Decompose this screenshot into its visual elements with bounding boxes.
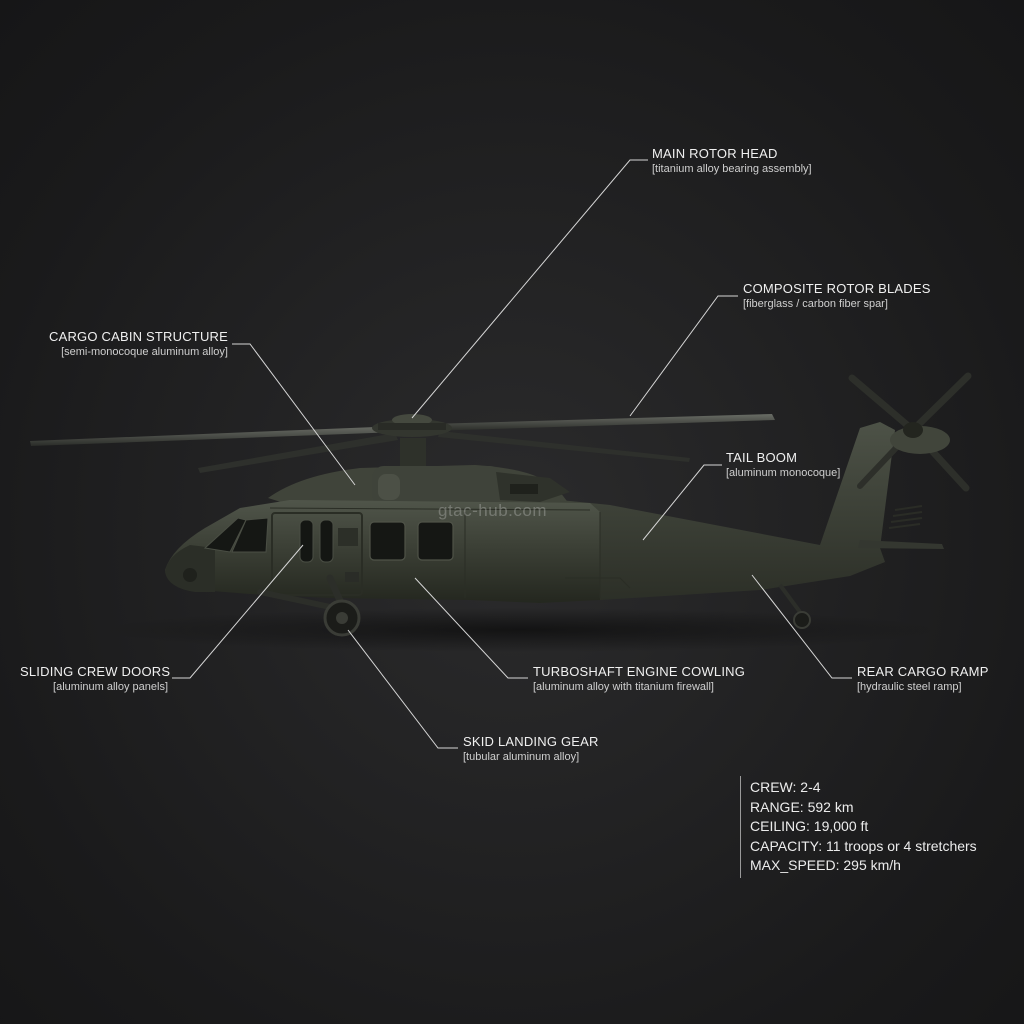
leader-turboshaft-engine-cowling	[414, 577, 528, 679]
callout-main-rotor-head: MAIN ROTOR HEAD [titanium alloy bearing …	[652, 146, 812, 176]
engine-cowling	[268, 465, 570, 508]
callout-turboshaft-engine-cowling: TURBOSHAFT ENGINE COWLING [aluminum allo…	[533, 664, 746, 694]
leader-sliding-crew-doors	[172, 544, 304, 679]
ground-shadow	[100, 608, 940, 652]
main-rotor-blades	[30, 414, 775, 473]
callout-material: [hydraulic steel ramp]	[857, 680, 962, 693]
tail-rotor	[848, 372, 972, 492]
callout-composite-rotor-blades: COMPOSITE ROTOR BLADES [fiberglass / car…	[743, 281, 931, 311]
callout-tail-boom: TAIL BOOM [aluminum monocoque]	[726, 450, 841, 480]
callout-title: TAIL BOOM	[726, 450, 798, 465]
callout-material: [aluminum alloy panels]	[53, 680, 168, 693]
callout-title: COMPOSITE ROTOR BLADES	[743, 281, 931, 296]
spec-sheet: CREW: 2-4 RANGE: 592 km CEILING: 19,000 …	[740, 776, 977, 878]
callout-cargo-cabin-structure: CARGO CABIN STRUCTURE [semi-monocoque al…	[40, 329, 228, 359]
leader-skid-landing-gear	[347, 629, 458, 749]
leader-main-rotor-head	[411, 159, 648, 419]
spec-ceiling: CEILING: 19,000 ft	[750, 818, 869, 835]
callout-title: REAR CARGO RAMP	[857, 664, 989, 679]
callout-material: [tubular aluminum alloy]	[463, 750, 580, 763]
cabin-door	[271, 512, 363, 596]
callout-material: [fiberglass / carbon fiber spar]	[743, 297, 888, 310]
horizontal-stabilizer	[858, 540, 944, 549]
main-rotor-hub	[372, 414, 452, 468]
leader-cargo-cabin-structure	[232, 343, 356, 486]
tail-boom-shape	[560, 422, 895, 600]
callout-title: CARGO CABIN STRUCTURE	[49, 329, 228, 344]
callout-title: MAIN ROTOR HEAD	[652, 146, 778, 161]
leader-lines	[172, 159, 852, 749]
callout-material: [aluminum alloy with titanium firewall]	[533, 680, 714, 693]
watermark-text: gtac-hub.com	[438, 501, 547, 520]
leader-tail-boom	[642, 464, 722, 541]
spec-max-speed: MAX_SPEED: 295 km/h	[750, 857, 901, 874]
cockpit-windows	[203, 517, 269, 553]
callout-title: SLIDING CREW DOORS	[20, 664, 171, 679]
callout-material: [semi-monocoque aluminum alloy]	[61, 345, 228, 358]
callout-skid-landing-gear: SKID LANDING GEAR [tubular aluminum allo…	[463, 734, 599, 764]
leader-rear-cargo-ramp	[751, 574, 852, 679]
landing-gear	[257, 572, 811, 637]
leader-composite-rotor-blades	[629, 295, 738, 417]
callout-sliding-crew-doors: SLIDING CREW DOORS [aluminum alloy panel…	[20, 664, 171, 694]
callout-title: TURBOSHAFT ENGINE COWLING	[533, 664, 746, 679]
callout-material: [titanium alloy bearing assembly]	[652, 162, 812, 175]
tail-vents	[888, 505, 923, 529]
callout-rear-cargo-ramp: REAR CARGO RAMP [hydraulic steel ramp]	[857, 664, 989, 694]
callout-material: [aluminum monocoque]	[726, 466, 841, 479]
spec-capacity: CAPACITY: 11 troops or 4 stretchers	[750, 837, 977, 854]
cabin-windows	[369, 521, 454, 561]
spec-range: RANGE: 592 km	[750, 798, 854, 815]
spec-crew: CREW: 2-4	[750, 779, 821, 795]
callout-title: SKID LANDING GEAR	[463, 734, 599, 749]
panel-lines	[269, 507, 631, 598]
